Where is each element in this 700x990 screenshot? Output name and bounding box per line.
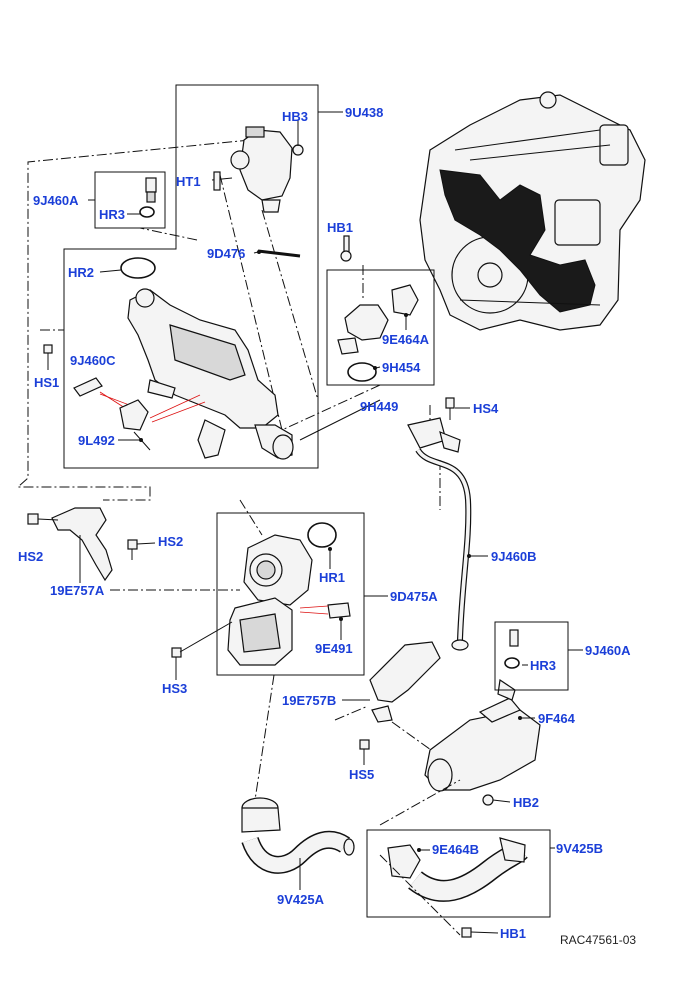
label-ht1: HT1 (176, 174, 201, 189)
label-hb1-bottom: HB1 (500, 926, 526, 941)
label-hr3-right: HR3 (530, 658, 556, 673)
cooler-9f464-group (379, 621, 583, 826)
label-9j460c: 9J460C (70, 353, 116, 368)
bracket-19e757a-group (27, 507, 240, 591)
label-9j460b: 9J460B (491, 549, 537, 564)
label-hr3-top: HR3 (99, 207, 125, 222)
label-hr1: HR1 (319, 570, 345, 585)
label-9v425b: 9V425B (556, 841, 603, 856)
throttle-body-9d475a-group (171, 499, 388, 801)
label-9j460a-right: 9J460A (585, 643, 631, 658)
label-19e757a: 19E757A (50, 583, 105, 598)
label-hb3: HB3 (282, 109, 308, 124)
pipe-9v425a-group (241, 797, 355, 874)
label-9h454: 9H454 (382, 360, 421, 375)
leader-lines (79, 199, 535, 934)
label-9l492: 9L492 (78, 433, 115, 448)
label-9u438: 9U438 (345, 105, 383, 120)
label-9d476: 9D476 (207, 246, 245, 261)
label-hs4: HS4 (473, 401, 499, 416)
label-hs3: HS3 (162, 681, 187, 696)
label-hs2-right: HS2 (158, 534, 183, 549)
label-9e464a: 9E464A (382, 332, 430, 347)
label-9e464b: 9E464B (432, 842, 479, 857)
egr-cooler-group (16, 84, 441, 510)
reference-code: RAC47561-03 (560, 933, 636, 947)
egr-pipe-group (407, 397, 472, 651)
engine-overview-illustration (419, 91, 646, 331)
label-hs2-left: HS2 (18, 549, 43, 564)
label-9e491: 9E491 (315, 641, 353, 656)
label-19e757b: 19E757B (282, 693, 336, 708)
label-hb2: HB2 (513, 795, 539, 810)
label-hs1: HS1 (34, 375, 59, 390)
label-9d475a: 9D475A (390, 589, 438, 604)
pipe-9v425b-group (366, 829, 555, 938)
label-9h449: 9H449 (360, 399, 398, 414)
label-9j460a-top: 9J460A (33, 193, 79, 208)
label-9f464: 9F464 (538, 711, 576, 726)
callout-labels: 9U438 HB3 HT1 9J460A HR3 9D476 HB1 HR2 9… (18, 105, 636, 947)
label-hs5: HS5 (349, 767, 374, 782)
label-hr2: HR2 (68, 265, 94, 280)
label-9v425a: 9V425A (277, 892, 325, 907)
label-hb1-top: HB1 (327, 220, 353, 235)
heat-shield-19e757b-group (334, 641, 446, 765)
